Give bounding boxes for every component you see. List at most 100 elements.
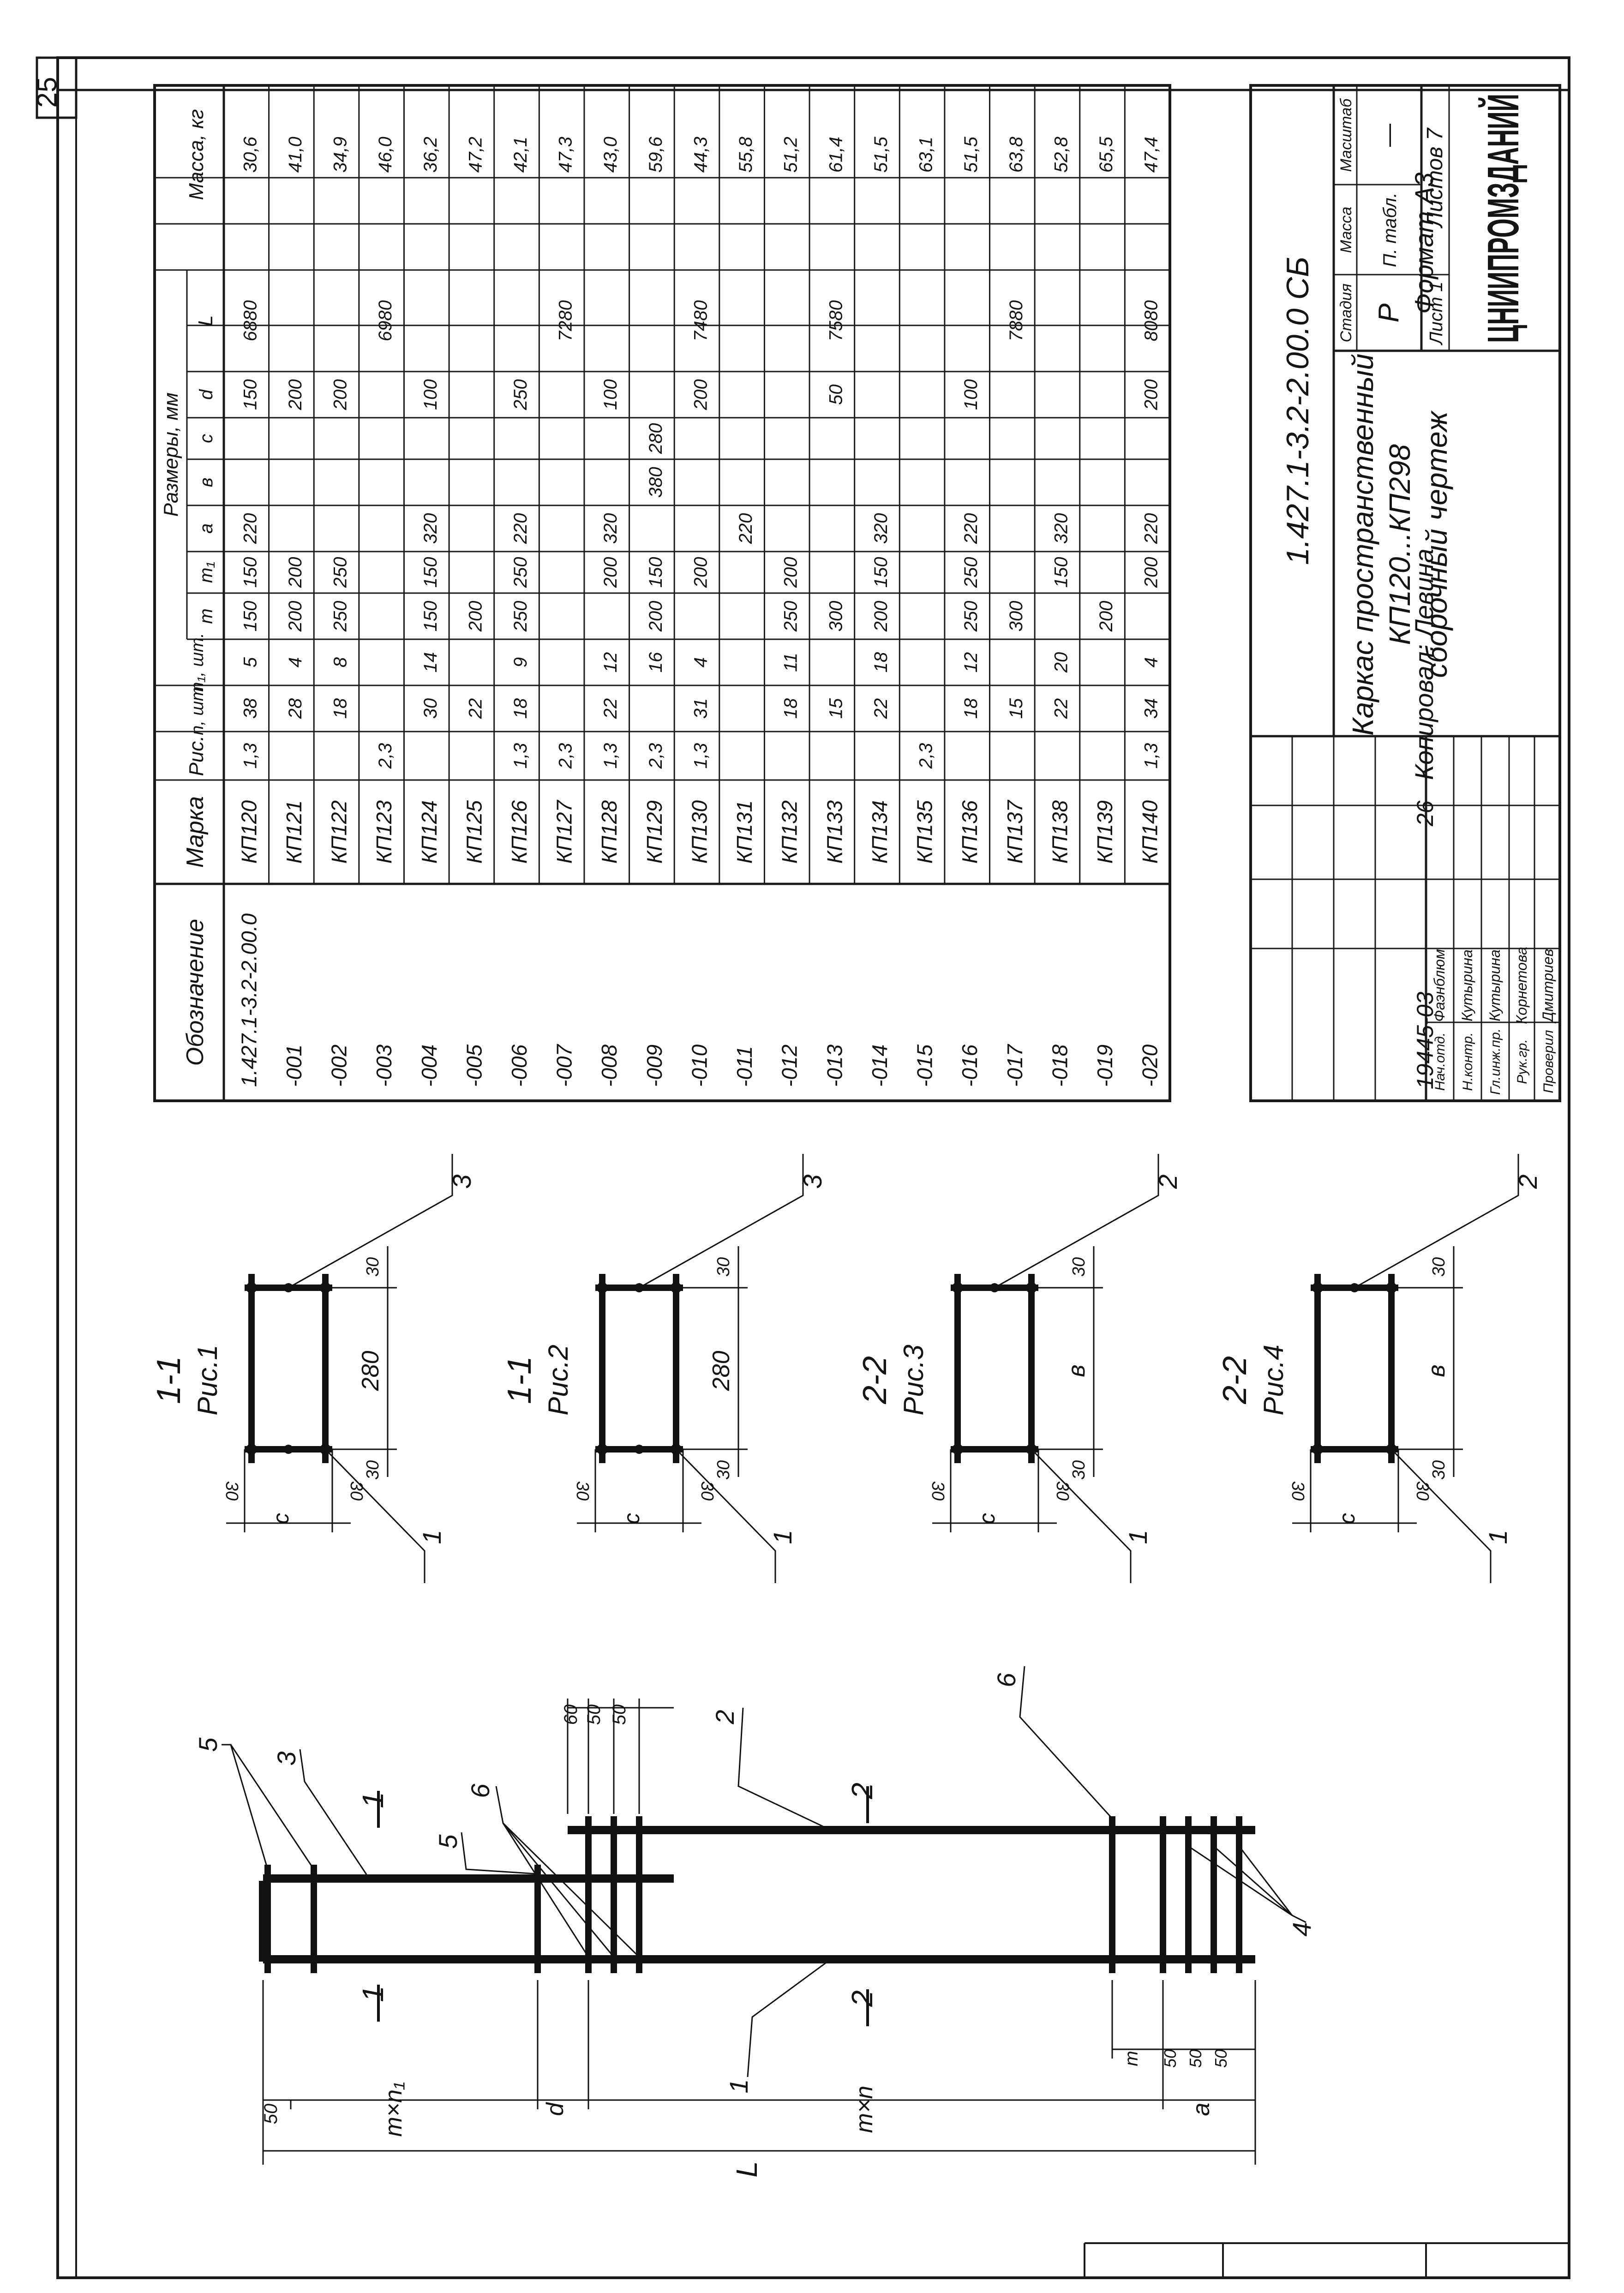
section-dim-c: c	[975, 1513, 1000, 1524]
section-title: 1-1	[150, 1356, 187, 1404]
dim-d: d	[542, 2101, 569, 2116]
signature-name: Кутырина	[1486, 949, 1503, 1021]
header-m1: m₁	[196, 562, 216, 583]
cell-mark: КП126	[507, 800, 531, 864]
cell-m1: 250	[330, 557, 351, 588]
footer-sheet-no: 26	[1412, 800, 1438, 827]
section-dim-c: c	[269, 1513, 294, 1524]
footer-archive: 19445-03	[1412, 992, 1438, 1089]
cell-des: -002	[327, 1044, 351, 1087]
cell-fig: 1,3	[1141, 743, 1162, 769]
cell-a: 320	[600, 513, 621, 544]
cell-mass: 59,6	[646, 136, 666, 173]
table-grid	[155, 85, 1170, 1101]
dim-mn1: m×n₁	[380, 2082, 407, 2137]
signature-role: Проверил	[1541, 1030, 1556, 1093]
section-leader-bottom	[1390, 1448, 1492, 1583]
leader-1	[747, 1958, 831, 2077]
signature-role: Нач.отд.	[1432, 1032, 1448, 1091]
section-dim-top: 30	[363, 1257, 383, 1277]
cell-fig: 1,3	[600, 743, 621, 769]
cell-n1: 14	[420, 652, 441, 673]
frame-outer	[56, 56, 1570, 2279]
title-line-1: Каркас пространственный	[1346, 354, 1379, 736]
section-lead-bottom-label: 1	[1123, 1530, 1152, 1544]
cell-mark: КП122	[327, 800, 351, 864]
section-lead-top-label: 3	[447, 1174, 476, 1189]
section-lead-top-label: 3	[798, 1174, 827, 1189]
cell-d: 100	[961, 379, 981, 410]
leader-5b	[230, 1744, 315, 1870]
rebar-dot	[597, 1282, 608, 1293]
cell-mark: КП121	[282, 800, 306, 864]
page-number: 25	[31, 77, 62, 108]
cell-L: 7480	[690, 300, 711, 342]
cell-mass: 63,1	[916, 137, 936, 173]
cell-mass: 41,0	[285, 137, 306, 173]
section-fig: Рис.3	[898, 1345, 929, 1415]
cell-fig: 2,3	[375, 743, 396, 769]
section-dim-right: 30	[347, 1481, 366, 1501]
cell-mark: КП131	[732, 800, 756, 864]
header-designation: Обозначение	[182, 919, 209, 1066]
cell-m1: 150	[871, 557, 891, 588]
section-leader-bottom	[324, 1448, 425, 1583]
cut-2-top-label: 2	[845, 1783, 879, 1800]
cell-d: 100	[600, 379, 621, 410]
rebar-dot	[952, 1282, 963, 1293]
cell-n1: 4	[690, 657, 711, 667]
cell-des: -009	[642, 1044, 666, 1087]
cell-m: 250	[510, 601, 531, 632]
scale-value: —	[1375, 124, 1401, 147]
mass-label: Масса	[1337, 207, 1355, 253]
cell-des: -018	[1048, 1044, 1072, 1087]
cell-mark: КП124	[417, 800, 441, 864]
cell-d: 150	[240, 379, 260, 410]
cell-a: 220	[510, 513, 531, 545]
cell-L: 6880	[240, 300, 260, 342]
section-dim-c: c	[620, 1513, 644, 1524]
cell-n: 18	[781, 698, 801, 719]
section-dim-top: 30	[1069, 1257, 1089, 1277]
cell-des: -012	[778, 1044, 802, 1087]
header-d: d	[196, 389, 216, 400]
cell-n1: 5	[240, 657, 260, 667]
pos-1-label: 1	[724, 2079, 753, 2093]
cell-m1: 150	[646, 557, 666, 588]
cell-m1: 200	[600, 557, 621, 588]
cell-des: -013	[822, 1044, 846, 1087]
section-leader-top	[639, 1154, 804, 1289]
cell-L: 7880	[1006, 300, 1026, 342]
cell-mass: 34,9	[330, 137, 351, 173]
cell-mark: КП125	[462, 800, 486, 864]
cell-fig: 1,3	[510, 743, 531, 769]
dim-start-50: 50	[261, 2104, 281, 2125]
signature-role: Гл.инж.пр.	[1488, 1028, 1503, 1095]
section-lead-top-label: 2	[1513, 1174, 1542, 1189]
section-title: 2-2	[857, 1356, 893, 1405]
cell-des: -003	[372, 1044, 396, 1087]
cell-n1: 4	[1141, 657, 1162, 667]
section-dim-left: 30	[573, 1481, 592, 1501]
dim-L: L	[730, 2161, 763, 2178]
cell-m: 250	[781, 601, 801, 632]
section-dim-left: 30	[1288, 1481, 1307, 1501]
leader-4b	[1213, 1845, 1293, 1916]
cell-des: -011	[732, 1046, 756, 1087]
cell-m: 300	[826, 601, 846, 632]
cell-a: 220	[736, 513, 756, 545]
cell-a: 220	[240, 513, 260, 545]
pos-5b-label: 5	[433, 1834, 462, 1849]
cell-des: -007	[552, 1044, 576, 1087]
rebar-dot	[952, 1444, 963, 1455]
cell-des: -016	[958, 1044, 982, 1087]
title-line-2: КП120...КП298	[1383, 444, 1416, 645]
cell-m: 150	[240, 601, 260, 632]
cell-mark: КП139	[1093, 800, 1117, 864]
cell-mass: 42,1	[510, 137, 531, 173]
cell-mass: 51,5	[871, 136, 891, 173]
section-leader-top	[1354, 1154, 1519, 1289]
cell-des: -004	[417, 1044, 441, 1087]
section-lead-bottom-label: 1	[417, 1530, 446, 1544]
